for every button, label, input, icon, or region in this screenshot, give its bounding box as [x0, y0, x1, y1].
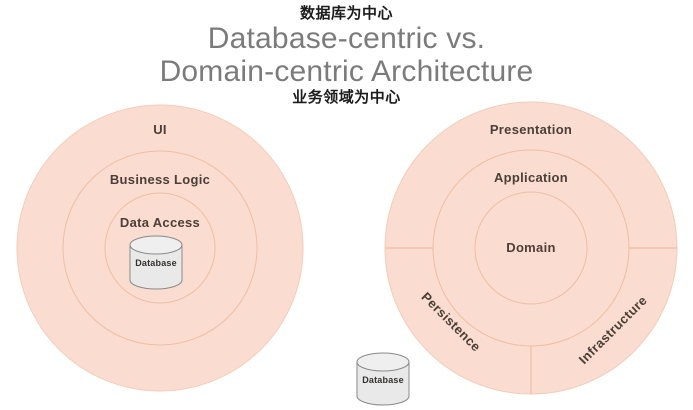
standalone-database-cylinder[interactable]: Database	[356, 352, 410, 406]
left-ring-label-business-logic: Business Logic	[110, 172, 210, 187]
right-ring-label-application: Application	[494, 170, 568, 185]
left-database-cylinder[interactable]: Database	[129, 235, 183, 290]
left-database-cylinder-label: Database	[135, 258, 177, 268]
left-architecture-diagram: UI Business Logic Data Access Database	[16, 104, 304, 392]
page-title: Database-centric vs. Domain-centric Arch…	[0, 22, 693, 88]
page-title-line-2: Domain-centric Architecture	[159, 55, 534, 88]
annotation-domain-centric: 业务领域为中心	[292, 88, 401, 106]
left-ring-label-ui: UI	[153, 122, 167, 137]
right-architecture-diagram: Presentation Application Domain Persiste…	[384, 101, 678, 395]
page-title-line-1: Database-centric vs.	[207, 22, 486, 55]
standalone-database-cylinder-label: Database	[362, 375, 404, 385]
right-ring-label-presentation: Presentation	[490, 122, 572, 137]
annotation-database-centric: 数据库为中心	[299, 4, 393, 22]
left-ring-label-data-access: Data Access	[120, 215, 200, 230]
right-ring-label-domain: Domain	[506, 240, 555, 255]
right-ring-inner-domain[interactable]	[474, 191, 588, 305]
